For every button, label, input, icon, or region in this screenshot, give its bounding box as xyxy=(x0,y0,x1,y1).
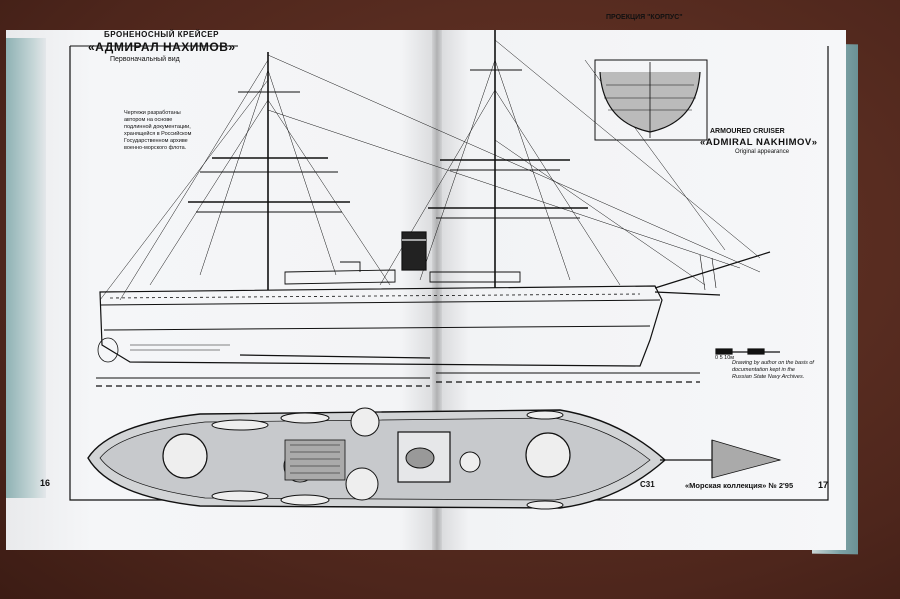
scale-bar xyxy=(715,348,780,355)
title-en-small: ARMOURED CRUISER xyxy=(710,128,785,135)
ruler-upper xyxy=(96,372,700,379)
mast-fore xyxy=(149,52,391,290)
superstructure xyxy=(284,261,521,285)
subtitle-en: Original appearance xyxy=(735,149,790,155)
title-en-large: «ADMIRAL NAKHIMOV» xyxy=(700,137,818,148)
magazine-spine xyxy=(432,30,442,550)
page-number-right: 17 xyxy=(818,480,829,490)
funnel xyxy=(401,231,427,271)
hull-profile xyxy=(97,285,663,367)
hull-section-projection xyxy=(594,59,708,141)
note-ru: Чертежи разработаны автором на основе по… xyxy=(124,110,192,151)
bowsprit xyxy=(654,251,771,296)
footer-journal: «Морская коллекция» № 2'95 xyxy=(685,481,794,490)
mast-main xyxy=(379,30,621,288)
ruler-lower xyxy=(96,381,700,387)
title-ru-small: БРОНЕНОСНЫЙ КРЕЙСЕР xyxy=(104,30,219,39)
deck-plan xyxy=(87,407,667,510)
page-number-left: 16 xyxy=(40,478,51,488)
subtitle-ru: Первоначальный вид xyxy=(110,56,180,63)
bowsprit-sail-plan xyxy=(660,439,782,479)
scale-label: 0 5 10м xyxy=(715,355,735,361)
section-label: ПРОЕКЦИЯ "КОРПУС" xyxy=(606,14,683,21)
page-marker: C31 xyxy=(640,480,655,489)
page-edge-left xyxy=(6,38,46,498)
note-en: Drawing by author on the basis of docume… xyxy=(732,360,814,380)
title-ru-large: «АДМИРАЛ НАХИМОВ» xyxy=(88,40,236,54)
